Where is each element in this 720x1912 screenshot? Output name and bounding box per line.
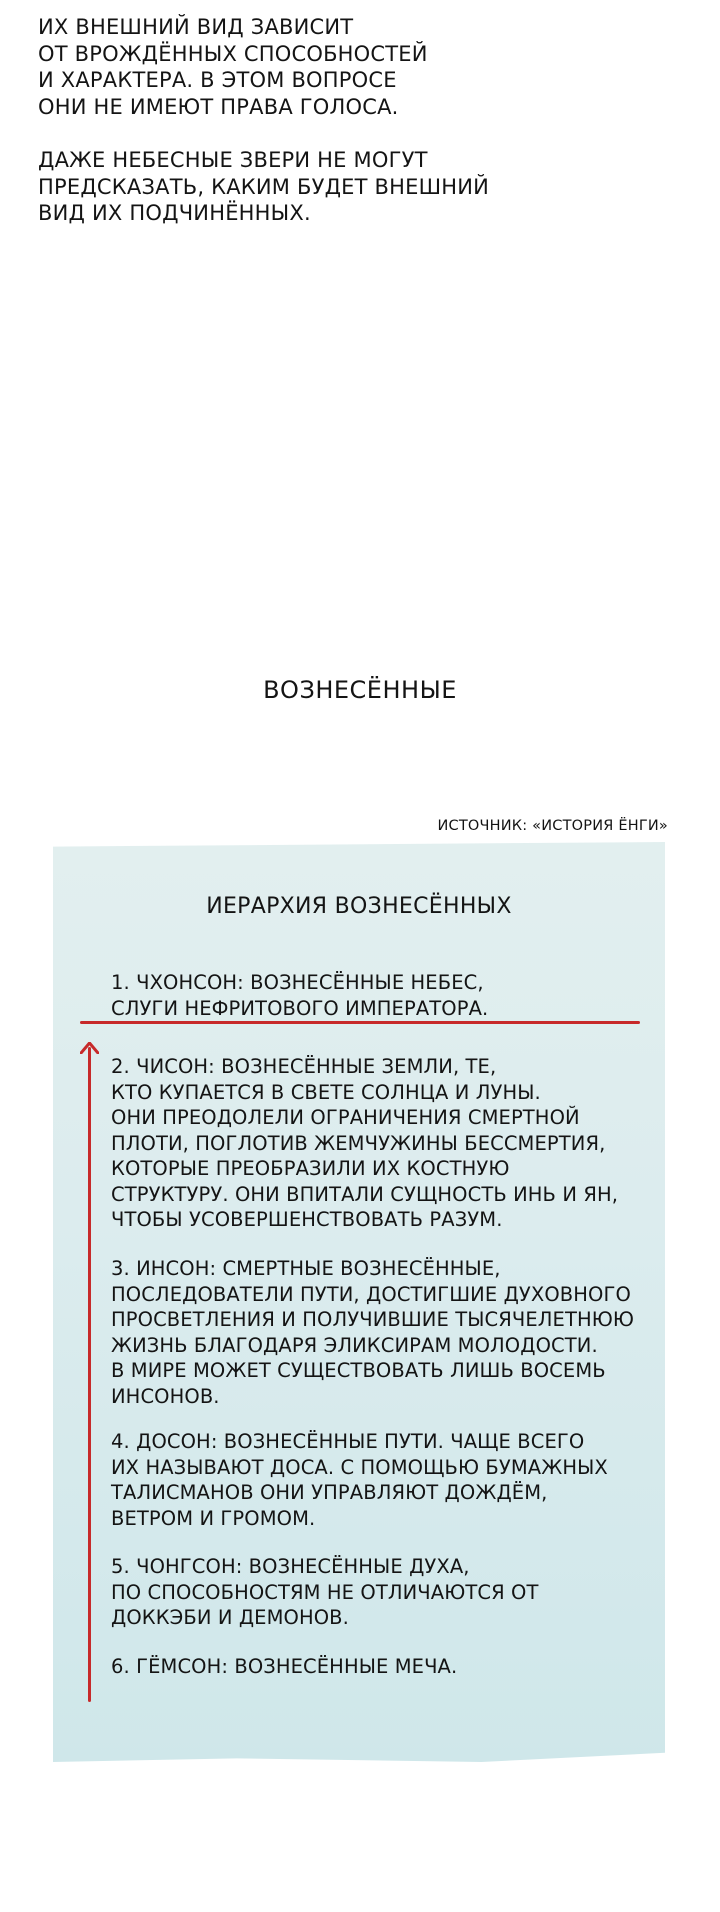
text-line: ИХ НАЗЫВАЮТ ДОСА. С ПОМОЩЬЮ БУМАЖНЫХ [111, 1455, 608, 1479]
text-line: 2. ЧИСОН: ВОЗНЕСЁННЫЕ ЗЕМЛИ, ТЕ, [111, 1055, 497, 1078]
hierarchy-item-4: 4. ДОСОН: ВОЗНЕСЁННЫЕ ПУТИ. ЧАЩЕ ВСЕГО И… [111, 1429, 608, 1531]
hierarchy-item-3: 3. ИНСОН: СМЕРТНЫЕ ВОЗНЕСЁННЫЕ, ПОСЛЕДОВ… [111, 1256, 634, 1409]
hierarchy-item-6: 6. ГЁМСОН: ВОЗНЕСЁННЫЕ МЕЧА. [111, 1654, 457, 1680]
text-line: ПО СПОСОБНОСТЯМ НЕ ОТЛИЧАЮТСЯ ОТ [111, 1580, 539, 1604]
text-line: ДОККЭБИ И ДЕМОНОВ. [111, 1606, 349, 1629]
arrow-up-icon [80, 1042, 99, 1054]
panel-title: ИЕРАРХИЯ ВОЗНЕСЁННЫХ [206, 894, 512, 919]
text-line: 6. ГЁМСОН: ВОЗНЕСЁННЫЕ МЕЧА. [111, 1655, 458, 1678]
text-line: В МИРЕ МОЖЕТ СУЩЕСТВОВАТЬ ЛИШЬ ВОСЕМЬ [111, 1359, 606, 1382]
intro-text: Их внешний вид зависит от врождённых спо… [38, 14, 538, 254]
text-line: ТАЛИСМАНОВ ОНИ УПРАВЛЯЮТ ДОЖДЁМ, [111, 1481, 548, 1504]
text-line: ПЛОТИ, ПОГЛОТИВ ЖЕМЧУЖИНЫ БЕССМЕРТИЯ, [111, 1131, 606, 1155]
text-line: и характера. В этом вопросе [38, 68, 397, 92]
text-line: ПОСЛЕДОВАТЕЛИ ПУТИ, ДОСТИГШИЕ ДУХОВНОГО [111, 1282, 631, 1306]
text-line: Даже небесные звери не могут [38, 148, 428, 172]
text-line: КТО КУПАЕТСЯ В СВЕТЕ СОЛНЦА И ЛУНЫ. [111, 1080, 541, 1104]
hierarchy-item-2: 2. ЧИСОН: ВОЗНЕСЁННЫЕ ЗЕМЛИ, ТЕ, КТО КУП… [111, 1054, 618, 1233]
text-line: Их внешний вид зависит [38, 15, 354, 39]
text-line: 4. ДОСОН: ВОЗНЕСЁННЫЕ ПУТИ. ЧАЩЕ ВСЕГО [111, 1430, 585, 1453]
hierarchy-panel: ИЕРАРХИЯ ВОЗНЕСЁННЫХ 1. ЧХОНСОН: ВОЗНЕСЁ… [53, 842, 665, 1762]
intro-paragraph-2: Даже небесные звери не могут предсказать… [38, 147, 538, 227]
text-line: ИНСОНОВ. [111, 1384, 220, 1408]
text-line: 3. ИНСОН: СМЕРТНЫЕ ВОЗНЕСЁННЫЕ, [111, 1257, 501, 1280]
text-line: от врождённых способностей [38, 41, 428, 66]
text-line: 1. ЧХОНСОН: ВОЗНЕСЁННЫЕ НЕБЕС, [111, 971, 484, 994]
text-line: КОТОРЫЕ ПРЕОБРАЗИЛИ ИХ КОСТНУЮ [111, 1157, 510, 1180]
text-line: предсказать, каким будет внешний [38, 174, 490, 199]
text-line: 5. ЧОНГСОН: ВОЗНЕСЁННЫЕ ДУХА, [111, 1555, 470, 1578]
text-line: ВЕТРОМ И ГРОМОМ. [111, 1506, 316, 1530]
text-line: ЧТОБЫ УСОВЕРШЕНСТВОВАТЬ РАЗУМ. [111, 1208, 503, 1231]
arrow-shaft [88, 1047, 91, 1702]
intro-paragraph-1: Их внешний вид зависит от врождённых спо… [38, 14, 538, 120]
red-divider-line [80, 1021, 640, 1024]
source-caption: ИСТОЧНИК: «ИСТОРИЯ ЁНГИ» [437, 818, 668, 834]
section-title: ВОЗНЕСЁННЫЕ [263, 676, 457, 704]
text-line: ПРОСВЕТЛЕНИЯ И ПОЛУЧИВШИЕ ТЫСЯЧЕЛЕТНЮЮ [111, 1308, 635, 1331]
text-line: они не имеют права голоса. [38, 94, 399, 119]
text-line: вид их подчинённых. [38, 201, 311, 225]
text-line: СЛУГИ НЕФРИТОВОГО ИМПЕРАТОРА. [111, 996, 489, 1020]
hierarchy-item-1: 1. ЧХОНСОН: ВОЗНЕСЁННЫЕ НЕБЕС, СЛУГИ НЕФ… [111, 970, 488, 1021]
text-line: ЖИЗНЬ БЛАГОДАРЯ ЭЛИКСИРАМ МОЛОДОСТИ. [111, 1333, 598, 1357]
hierarchy-item-5: 5. ЧОНГСОН: ВОЗНЕСЁННЫЕ ДУХА, ПО СПОСОБН… [111, 1554, 538, 1631]
text-line: ОНИ ПРЕОДОЛЕЛИ ОГРАНИЧЕНИЯ СМЕРТНОЙ [111, 1106, 580, 1129]
text-line: СТРУКТУРУ. ОНИ ВПИТАЛИ СУЩНОСТЬ ИНЬ И ЯН… [111, 1182, 619, 1206]
